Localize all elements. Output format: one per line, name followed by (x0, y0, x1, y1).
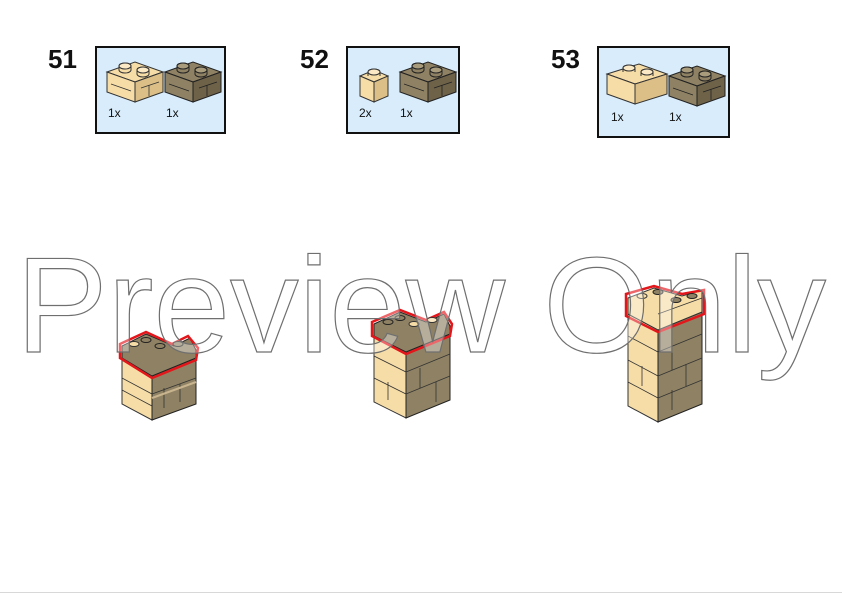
watermark-text: Preview Only (16, 229, 826, 381)
parts-list-box: 1x 1x (597, 46, 730, 138)
assembly-step-52 (370, 308, 454, 419)
step-number: 51 (48, 44, 77, 74)
parts-list-box: 2x 1x (346, 46, 460, 134)
part-quantity: 2x (359, 106, 372, 120)
assembly-step-51 (118, 330, 200, 421)
part-quantity: 1x (400, 106, 413, 120)
page-bottom-rule (0, 592, 842, 593)
part-quantity: 1x (166, 106, 179, 120)
assembly-step-53 (624, 284, 706, 423)
part-quantity: 1x (669, 110, 682, 124)
parts-list-box: 1x 1x (95, 46, 226, 134)
step-number: 53 (551, 44, 580, 74)
part-quantity: 1x (108, 106, 121, 120)
part-quantity: 1x (611, 110, 624, 124)
step-number: 52 (300, 44, 329, 74)
